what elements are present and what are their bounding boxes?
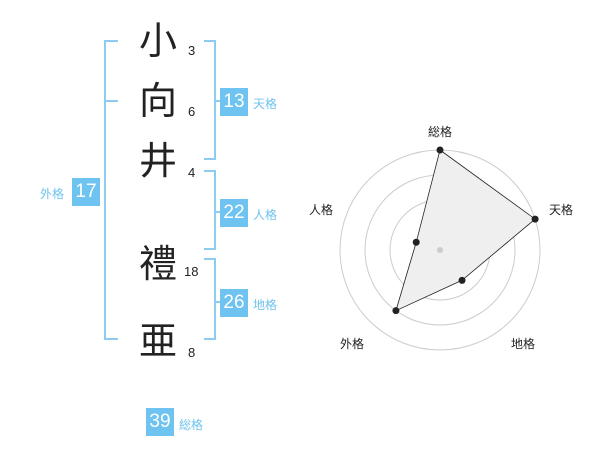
jinkaku-bracket-top-tick — [204, 170, 216, 172]
chikaku-bracket-line — [214, 258, 216, 340]
gaikaku-bracket-top-tick — [104, 40, 118, 42]
radar-axis-label-chikaku: 地格 — [511, 337, 536, 351]
soukaku-label: 総格 — [179, 418, 204, 432]
stroke-count-3: 4 — [188, 165, 196, 180]
radar-axis-label-gaikaku: 外格 — [340, 337, 365, 351]
radar-axis-label-soukaku: 総格 — [428, 125, 453, 139]
gaikaku-badge: 17 — [72, 178, 100, 206]
stroke-count-2: 6 — [188, 104, 196, 119]
gaikaku-bracket-bottom-tick — [104, 338, 118, 340]
radar-polygon — [395, 149, 536, 312]
name-char-3: 井 — [138, 139, 177, 183]
radar-point-3 — [458, 276, 466, 284]
chikaku-label: 地格 — [253, 298, 278, 312]
radar-axis-label-tenkaku: 天格 — [549, 203, 574, 217]
jinkaku-badge: 22 — [220, 199, 248, 227]
chikaku-connector — [214, 301, 220, 303]
name-char-2: 向 — [138, 79, 177, 123]
name-char-4: 禮 — [138, 242, 177, 286]
tenkaku-connector — [214, 100, 220, 102]
soukaku-badge: 39 — [146, 408, 174, 436]
chikaku-bracket-top-tick — [204, 258, 216, 260]
name-char-5: 亜 — [138, 319, 177, 363]
chikaku-badge: 26 — [220, 289, 248, 317]
radar-center-dot — [437, 247, 443, 253]
radar-axis-label-jinkaku: 人格 — [309, 203, 334, 217]
radar-point-2 — [531, 215, 539, 223]
chikaku-bracket-bottom-tick — [204, 338, 216, 340]
stroke-count-5: 8 — [188, 345, 196, 360]
tenkaku-bracket-top-tick — [204, 40, 216, 42]
stroke-count-4: 18 — [184, 264, 199, 279]
jinkaku-connector — [214, 211, 220, 213]
radar-point-4 — [392, 307, 400, 315]
tenkaku-bracket-bottom-tick — [204, 158, 216, 160]
name-char-1: 小 — [138, 19, 177, 63]
gaikaku-bracket-line — [104, 40, 106, 340]
jinkaku-bracket-line — [214, 170, 216, 250]
radar-point-5 — [412, 238, 420, 246]
gaikaku-label: 外格 — [40, 187, 65, 201]
radar-point-1 — [436, 146, 444, 154]
tenkaku-badge: 13 — [220, 88, 248, 116]
gaikaku-bracket-mid-tick — [104, 100, 118, 102]
stroke-count-1: 3 — [188, 43, 196, 58]
tenkaku-label: 天格 — [253, 97, 278, 111]
jinkaku-label: 人格 — [253, 208, 278, 222]
jinkaku-bracket-bottom-tick — [204, 248, 216, 250]
